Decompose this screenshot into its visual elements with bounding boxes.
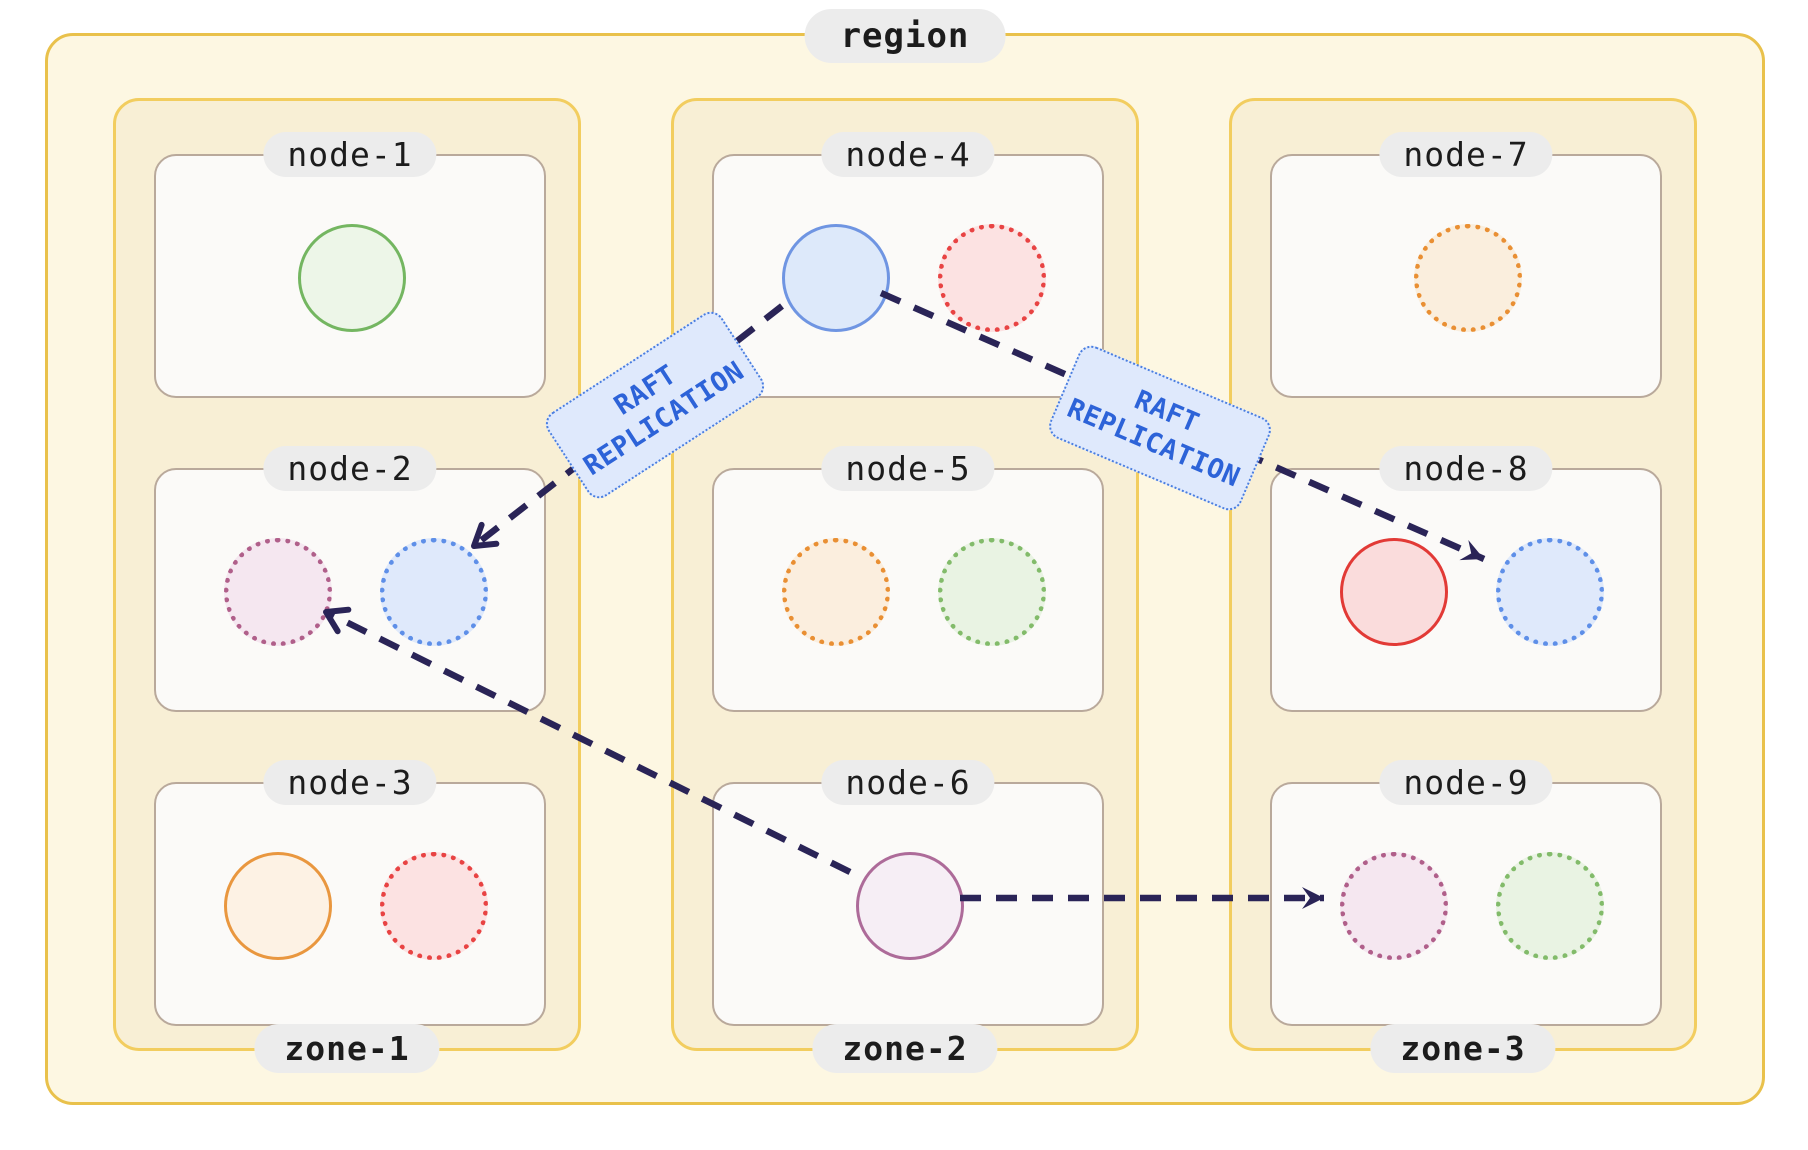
node-box-node-9: node-9 [1270, 760, 1662, 1026]
node-box-node-6: node-6 [712, 760, 1104, 1026]
replica-circle-purple [856, 852, 964, 960]
zone-label-1: zone-1 [254, 1024, 440, 1073]
replica-circle-blue [1496, 538, 1604, 646]
zone-container-2: node-4 node-5 node-6 zone-2 [671, 98, 1139, 1073]
node-label-node-1: node-1 [263, 132, 437, 177]
replica-circle-orange [224, 852, 332, 960]
zone-label-2: zone-2 [812, 1024, 998, 1073]
node-box-node-4: node-4 [712, 132, 1104, 398]
node-label-node-4: node-4 [821, 132, 995, 177]
node-label-node-6: node-6 [821, 760, 995, 805]
region-label: region [804, 9, 1006, 63]
node-label-node-5: node-5 [821, 446, 995, 491]
replica-circle-orange [1414, 224, 1522, 332]
node-label-node-9: node-9 [1379, 760, 1553, 805]
replica-circle-orange [782, 538, 890, 646]
node-box-node-1: node-1 [154, 132, 546, 398]
node-box-node-8: node-8 [1270, 446, 1662, 712]
zone-container-1: node-1 node-2 node-3 zone-1 [113, 98, 581, 1073]
replica-circle-green [298, 224, 406, 332]
region-container: region node-1 node-2 node-3 zone-1 node-… [45, 9, 1765, 1105]
node-label-node-2: node-2 [263, 446, 437, 491]
zone-label-3: zone-3 [1370, 1024, 1556, 1073]
node-box-node-2: node-2 [154, 446, 546, 712]
replica-circle-purple [224, 538, 332, 646]
replica-circle-purple [1340, 852, 1448, 960]
node-label-node-7: node-7 [1379, 132, 1553, 177]
replica-circle-green [938, 538, 1046, 646]
node-box-node-7: node-7 [1270, 132, 1662, 398]
replica-circle-red [380, 852, 488, 960]
replica-circle-red [938, 224, 1046, 332]
zone-container-3: node-7 node-8 node-9 zone-3 [1229, 98, 1697, 1073]
replica-circle-blue [380, 538, 488, 646]
replica-circle-red [1340, 538, 1448, 646]
replica-circle-blue [782, 224, 890, 332]
node-label-node-8: node-8 [1379, 446, 1553, 491]
node-box-node-3: node-3 [154, 760, 546, 1026]
node-box-node-5: node-5 [712, 446, 1104, 712]
node-label-node-3: node-3 [263, 760, 437, 805]
replica-circle-green [1496, 852, 1604, 960]
